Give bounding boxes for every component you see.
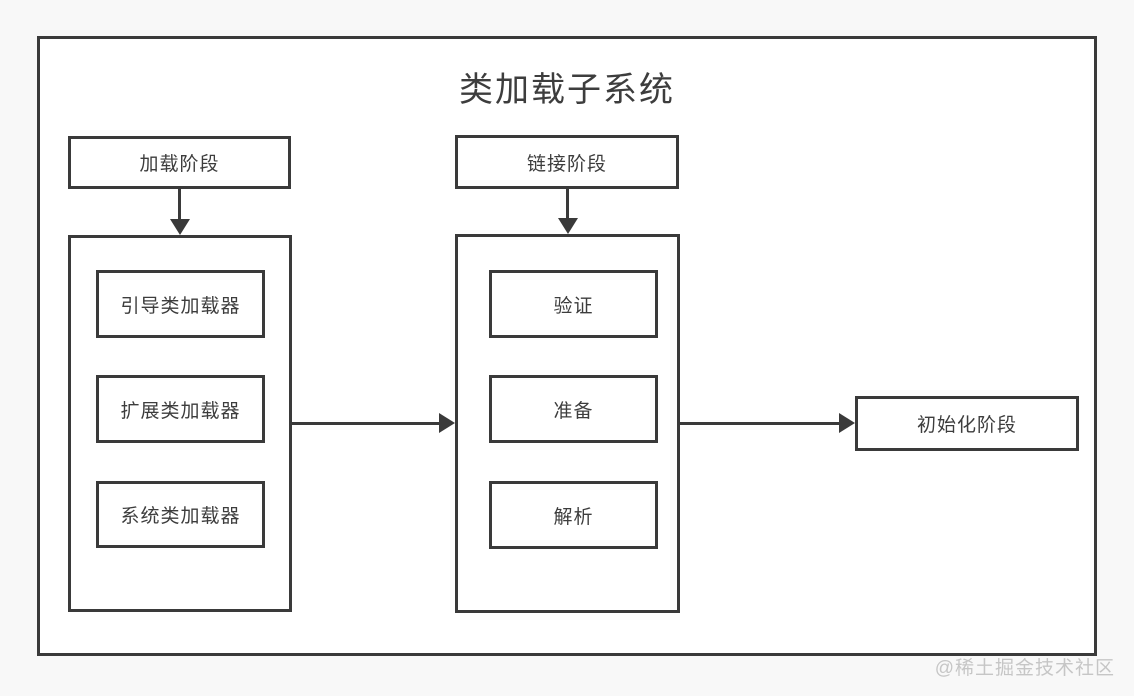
prepare-step-box: 准备 [489,375,658,443]
watermark: @稀土掘金技术社区 [934,658,1115,679]
diagram-title: 类加载子系统 [459,71,675,109]
linking-phase-box: 链接阶段 [455,135,679,189]
initialization-phase-box: 初始化阶段 [855,396,1079,451]
system-loader-box: 系统类加载器 [96,481,265,548]
bootstrap-loader-box: 引导类加载器 [96,270,265,338]
resolve-step-box: 解析 [489,481,658,549]
extension-loader-box: 扩展类加载器 [96,375,265,443]
loading-phase-box: 加载阶段 [68,136,291,189]
verify-step-box: 验证 [489,270,658,338]
